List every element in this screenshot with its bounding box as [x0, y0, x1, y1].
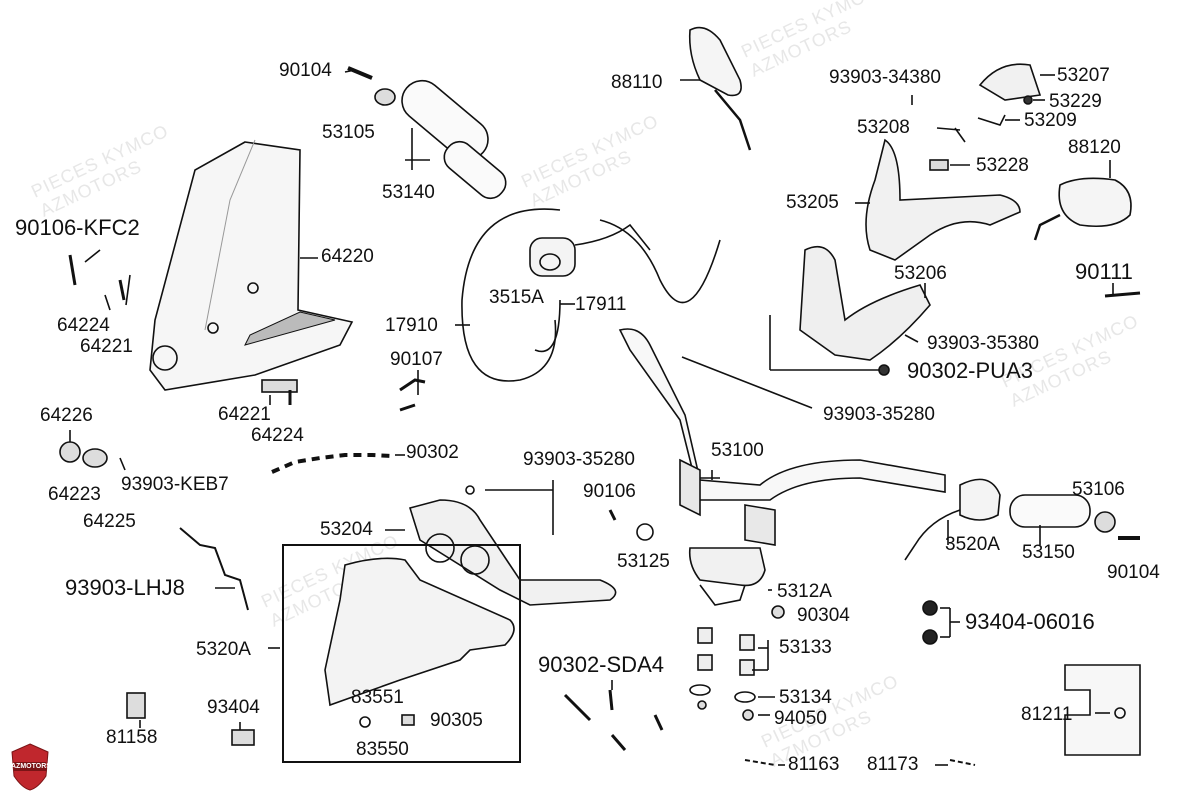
part-label-88120: 88120	[1068, 137, 1121, 158]
part-label-3520a: 3520A	[945, 534, 1000, 555]
part-label-53205: 53205	[786, 192, 839, 213]
part-label-53209: 53209	[1024, 110, 1077, 131]
part-label-53134: 53134	[779, 687, 832, 708]
part-label-64223: 64223	[48, 484, 101, 505]
part-label-93404: 93404	[207, 697, 260, 718]
part-label-64220: 64220	[321, 246, 374, 267]
part-label-64221: 64221	[80, 336, 133, 357]
part-label-90107: 90107	[390, 349, 443, 370]
part-label-93404-06016: 93404-06016	[965, 609, 1095, 634]
part-label-5312a: 5312A	[777, 581, 832, 602]
part-label-53106: 53106	[1072, 479, 1125, 500]
part-label-53204: 53204	[320, 519, 373, 540]
part-label-93903-35380: 93903-35380	[927, 333, 1039, 354]
part-label-17910: 17910	[385, 315, 438, 336]
part-label-53100: 53100	[711, 440, 764, 461]
part-label-90302-sda4: 90302-SDA4	[538, 652, 664, 677]
part-label-64224: 64224	[251, 425, 304, 446]
part-label-83551: 83551	[351, 687, 404, 708]
part-label-64225: 64225	[83, 511, 136, 532]
logo-text: AZMOTORS	[11, 763, 51, 770]
part-label-93903-35280: 93903-35280	[523, 449, 635, 470]
part-label-93903-34380: 93903-34380	[829, 67, 941, 88]
part-label-3515a: 3515A	[489, 287, 544, 308]
part-label-53105: 53105	[322, 122, 375, 143]
part-label-53207: 53207	[1057, 65, 1110, 86]
part-label-64224: 64224	[57, 315, 110, 336]
part-label-53133: 53133	[779, 637, 832, 658]
part-label-53228: 53228	[976, 155, 1029, 176]
part-label-53206: 53206	[894, 263, 947, 284]
part-label-5320a: 5320A	[196, 639, 251, 660]
part-label-17911: 17911	[575, 294, 627, 315]
part-label-90104: 90104	[279, 60, 332, 81]
part-label-90104: 90104	[1107, 562, 1160, 583]
part-label-64221: 64221	[218, 404, 271, 425]
part-label-53125: 53125	[617, 551, 670, 572]
part-label-83550: 83550	[356, 739, 409, 760]
part-label-90304: 90304	[797, 605, 850, 626]
part-label-90111: 90111	[1075, 259, 1133, 284]
part-label-90305: 90305	[430, 710, 483, 731]
part-label-53150: 53150	[1022, 542, 1075, 563]
part-label-53140: 53140	[382, 182, 435, 203]
part-label-90302-pua3: 90302-PUA3	[907, 358, 1033, 383]
part-label-88110: 88110	[611, 72, 663, 93]
part-label-53208: 53208	[857, 117, 910, 138]
part-label-90106: 90106	[583, 481, 636, 502]
part-label-81211: 81211	[1021, 704, 1073, 725]
part-label-64226: 64226	[40, 405, 93, 426]
part-label-81163: 81163	[788, 754, 840, 775]
part-label-81158: 81158	[106, 727, 158, 748]
part-label-93903-35280: 93903-35280	[823, 404, 935, 425]
part-label-53229: 53229	[1049, 91, 1102, 112]
part-label-90106-kfc2: 90106-KFC2	[15, 215, 140, 240]
part-label-93903-keb7: 93903-KEB7	[121, 474, 229, 495]
part-label-81173: 81173	[867, 754, 919, 775]
part-label-90302: 90302	[406, 442, 459, 463]
handlebar-part	[618, 328, 946, 501]
part-label-93903-lhj8: 93903-LHJ8	[65, 575, 185, 600]
part-label-94050: 94050	[774, 708, 827, 729]
azmotors-logo	[11, 743, 49, 791]
